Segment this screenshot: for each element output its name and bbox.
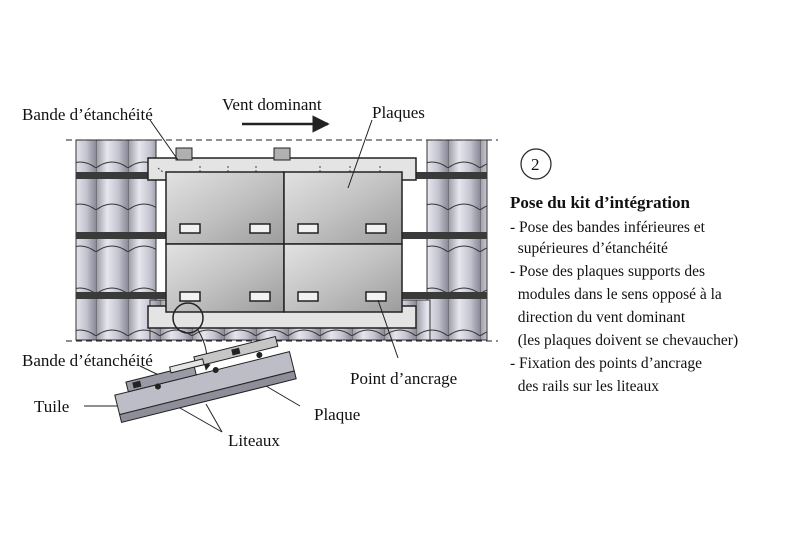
battens-label: Liteaux xyxy=(228,431,280,450)
step-line: - Pose des bandes inférieures et xyxy=(510,219,706,236)
plates-group xyxy=(165,171,403,313)
anchor-point xyxy=(249,223,271,234)
wind-label: Vent dominant xyxy=(222,95,322,114)
step-line: (les plaques doivent se chevaucher) xyxy=(510,332,738,349)
plate-bottom-right xyxy=(283,243,403,313)
step-line: modules dans le sens opposé à la xyxy=(510,286,722,303)
anchor-point xyxy=(297,223,319,234)
anchor-point xyxy=(365,291,387,302)
step-line: - Fixation des points d’ancrage xyxy=(510,355,702,372)
detail-callout-circle xyxy=(172,302,204,334)
anchor-point xyxy=(297,291,319,302)
detail-band-label: Bande d’étanchéité xyxy=(22,351,153,370)
step-line: - Pose des plaques supports des xyxy=(510,263,705,280)
anchor-point xyxy=(249,291,271,302)
plate-bottom-left xyxy=(165,243,285,313)
anchor-points xyxy=(179,223,387,302)
plates-label: Plaques xyxy=(372,103,425,122)
tile-label: Tuile xyxy=(34,397,69,416)
anchor-point xyxy=(179,291,201,302)
step-title: Pose du kit d’intégration xyxy=(510,193,690,212)
top-band-label: Bande d’étanchéité xyxy=(22,105,153,124)
anchor-point xyxy=(365,223,387,234)
step-number: 2 xyxy=(531,155,540,174)
cross-section-detail xyxy=(114,335,297,423)
step-line: des rails sur les liteaux xyxy=(510,378,659,395)
step-line: supérieures d’étanchéité xyxy=(510,240,668,257)
step-line: direction du vent dominant xyxy=(510,309,686,326)
step-number-circle xyxy=(520,148,552,180)
plate-label: Plaque xyxy=(314,405,360,424)
anchor-point-label: Point d’ancrage xyxy=(350,369,457,388)
anchor-point xyxy=(179,223,201,234)
